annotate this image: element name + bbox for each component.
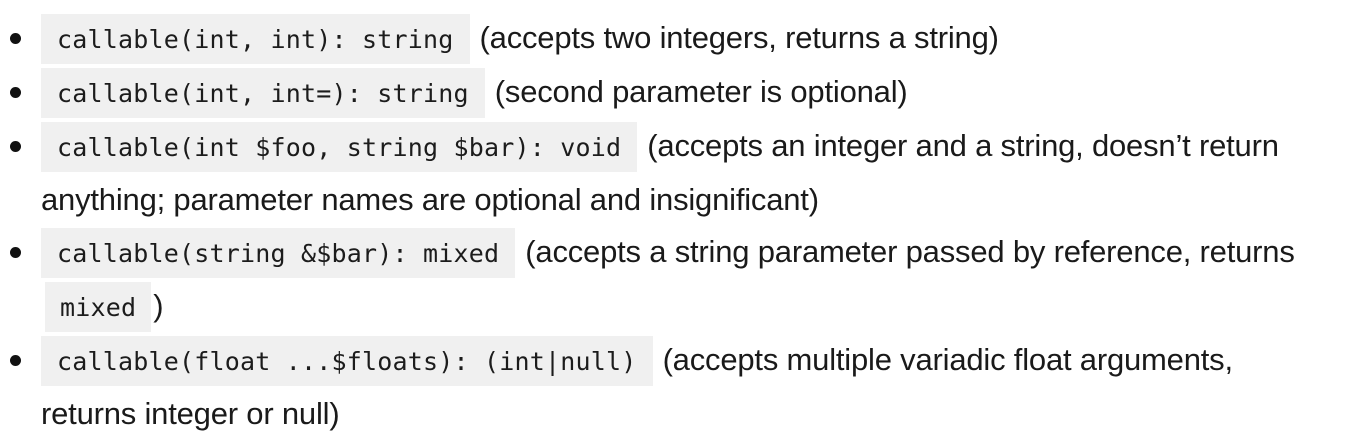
bullet-icon [10, 87, 21, 98]
list-item: callable(float ...$floats): (int|null)(a… [0, 334, 1346, 440]
list-item: callable(int $foo, string $bar): void(ac… [0, 120, 1346, 226]
item-description: (accepts multiple variadic float argumen… [41, 342, 1233, 431]
list-item: callable(int, int): string (accepts two i… [0, 12, 1346, 66]
item-description: (accepts a string parameter passed by re… [525, 234, 1295, 269]
code-snippet: callable(int, int): string [41, 14, 470, 64]
bullet-icon [10, 141, 21, 152]
bullet-icon [10, 355, 21, 366]
bullet-icon [10, 247, 21, 258]
item-description: (accepts an integer and a string, doesn’… [41, 128, 1279, 217]
item-description: (second parameter is optional) [494, 74, 908, 109]
closing-paren: ) [153, 288, 164, 323]
list-item: callable(string &$bar): mixed (accepts a … [0, 226, 1346, 334]
code-snippet: callable(int, int=): string [41, 68, 485, 118]
code-snippet: callable(int $foo, string $bar): void [41, 122, 638, 172]
code-snippet: callable(float ...$floats): (int|null) [41, 336, 653, 386]
list-item: callable(int, int=): string (second param… [0, 66, 1346, 120]
code-snippet: callable(string &$bar): mixed [41, 228, 516, 278]
item-description: (accepts two integers, returns a string) [479, 20, 999, 55]
bullet-icon [10, 33, 21, 44]
inline-code-mixed: mixed [45, 282, 152, 332]
